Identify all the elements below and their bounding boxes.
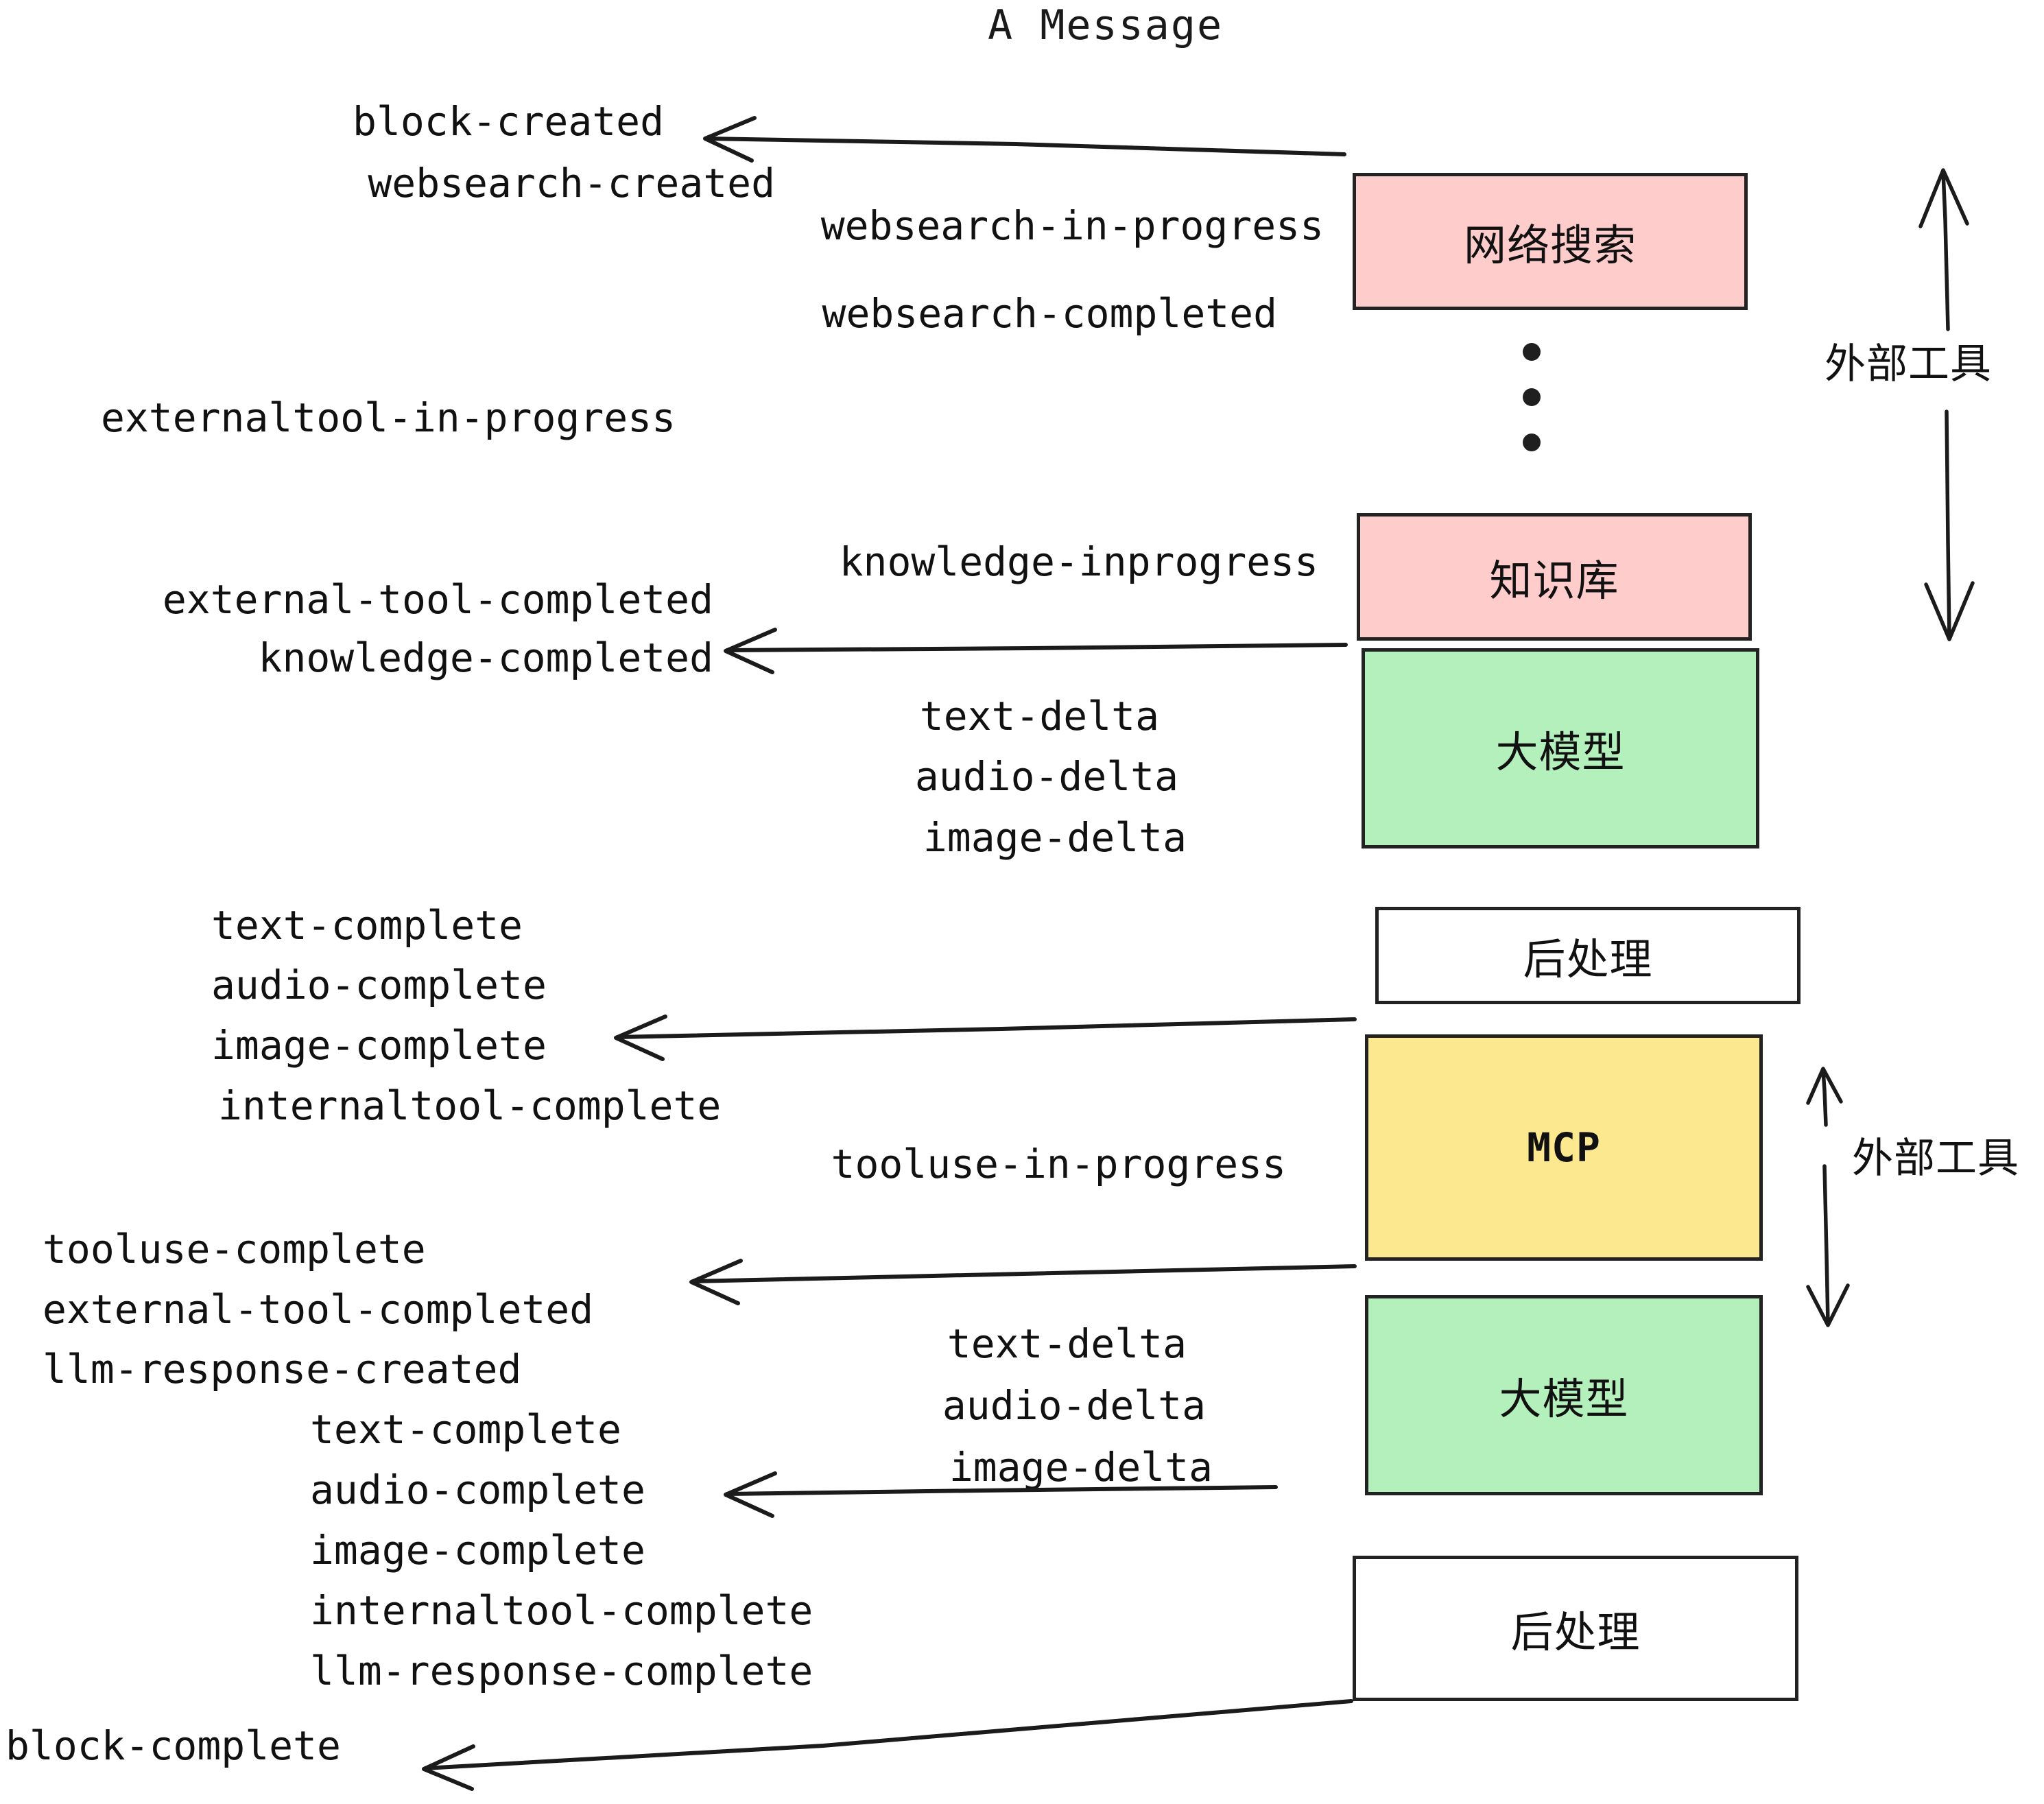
arrow-knowledge-completed bbox=[724, 628, 1348, 674]
node-postprocess-1-label: 后处理 bbox=[1523, 934, 1653, 984]
event-label-external-tool-completed-2: external-tool-completed bbox=[43, 1286, 594, 1333]
event-label-websearch-completed: websearch-completed bbox=[822, 290, 1277, 337]
page-title: A Message bbox=[988, 1, 1224, 49]
arrow-external-tools-top-down bbox=[1924, 410, 1975, 641]
arrow-websearch-to-created bbox=[703, 116, 1346, 163]
arrow-image-complete-1 bbox=[614, 1014, 1357, 1061]
event-label-externaltool-in-progress: externaltool-in-progress bbox=[100, 394, 676, 441]
arrow-block-complete bbox=[422, 1699, 1353, 1791]
arrow-external-tools-bottom-down bbox=[1806, 1164, 1850, 1327]
event-label-audio-delta-2: audio-delta bbox=[942, 1382, 1206, 1429]
node-knowledge-base-label: 知识库 bbox=[1489, 556, 1619, 606]
node-websearch[interactable]: 网络搜索 bbox=[1353, 173, 1748, 310]
node-llm-1[interactable]: 大模型 bbox=[1362, 648, 1759, 848]
event-label-text-delta-2: text-delta bbox=[947, 1320, 1187, 1367]
node-mcp[interactable]: MCP bbox=[1365, 1034, 1763, 1261]
event-label-internaltool-complete-1: internaltool-complete bbox=[218, 1082, 722, 1129]
event-label-internaltool-complete-2: internaltool-complete bbox=[310, 1587, 813, 1634]
group-label-external-tools-bottom: 外部工具 bbox=[1852, 1135, 2019, 1183]
event-label-tooluse-complete: tooluse-complete bbox=[43, 1226, 426, 1272]
group-label-external-tools-top: 外部工具 bbox=[1825, 340, 1992, 388]
event-label-image-delta-1: image-delta bbox=[923, 814, 1187, 861]
event-label-text-complete-2: text-complete bbox=[310, 1406, 621, 1453]
event-label-audio-complete-2: audio-complete bbox=[310, 1467, 645, 1513]
event-label-block-created: block-created bbox=[353, 98, 664, 145]
event-label-external-tool-completed-1: external-tool-completed bbox=[162, 576, 713, 623]
event-label-knowledge-completed: knowledge-completed bbox=[258, 634, 713, 681]
node-llm-1-label: 大模型 bbox=[1495, 727, 1626, 777]
node-llm-2[interactable]: 大模型 bbox=[1365, 1295, 1763, 1495]
event-label-websearch-created: websearch-created bbox=[368, 160, 775, 206]
node-postprocess-1[interactable]: 后处理 bbox=[1375, 907, 1801, 1004]
node-postprocess-2-label: 后处理 bbox=[1510, 1607, 1641, 1657]
arrow-tooluse-complete bbox=[689, 1259, 1357, 1305]
node-knowledge-base[interactable]: 知识库 bbox=[1357, 513, 1752, 641]
arrow-external-tools-top-up bbox=[1918, 168, 1969, 331]
event-label-llm-response-created: llm-response-created bbox=[43, 1346, 522, 1392]
event-label-websearch-in-progress: websearch-in-progress bbox=[820, 202, 1324, 249]
node-mcp-label: MCP bbox=[1527, 1124, 1601, 1171]
ellipsis-icon bbox=[1523, 343, 1541, 451]
event-label-audio-complete-1: audio-complete bbox=[211, 962, 547, 1008]
event-label-text-complete-1: text-complete bbox=[211, 902, 523, 949]
event-label-image-delta-2: image-delta bbox=[949, 1444, 1213, 1491]
event-label-knowledge-inprogress: knowledge-inprogress bbox=[839, 538, 1318, 585]
event-label-image-complete-2: image-complete bbox=[310, 1527, 645, 1574]
event-label-tooluse-in-progress: tooluse-in-progress bbox=[831, 1141, 1286, 1187]
event-label-image-complete-1: image-complete bbox=[211, 1022, 547, 1069]
event-label-text-delta-1: text-delta bbox=[919, 693, 1159, 739]
arrow-external-tools-bottom-up bbox=[1806, 1067, 1843, 1127]
node-websearch-label: 网络搜索 bbox=[1463, 220, 1637, 270]
event-label-llm-response-complete: llm-response-complete bbox=[310, 1648, 813, 1694]
node-llm-2-label: 大模型 bbox=[1499, 1374, 1629, 1424]
event-label-block-complete: block-complete bbox=[5, 1722, 341, 1769]
event-label-audio-delta-1: audio-delta bbox=[914, 753, 1178, 800]
node-postprocess-2[interactable]: 后处理 bbox=[1353, 1556, 1798, 1701]
